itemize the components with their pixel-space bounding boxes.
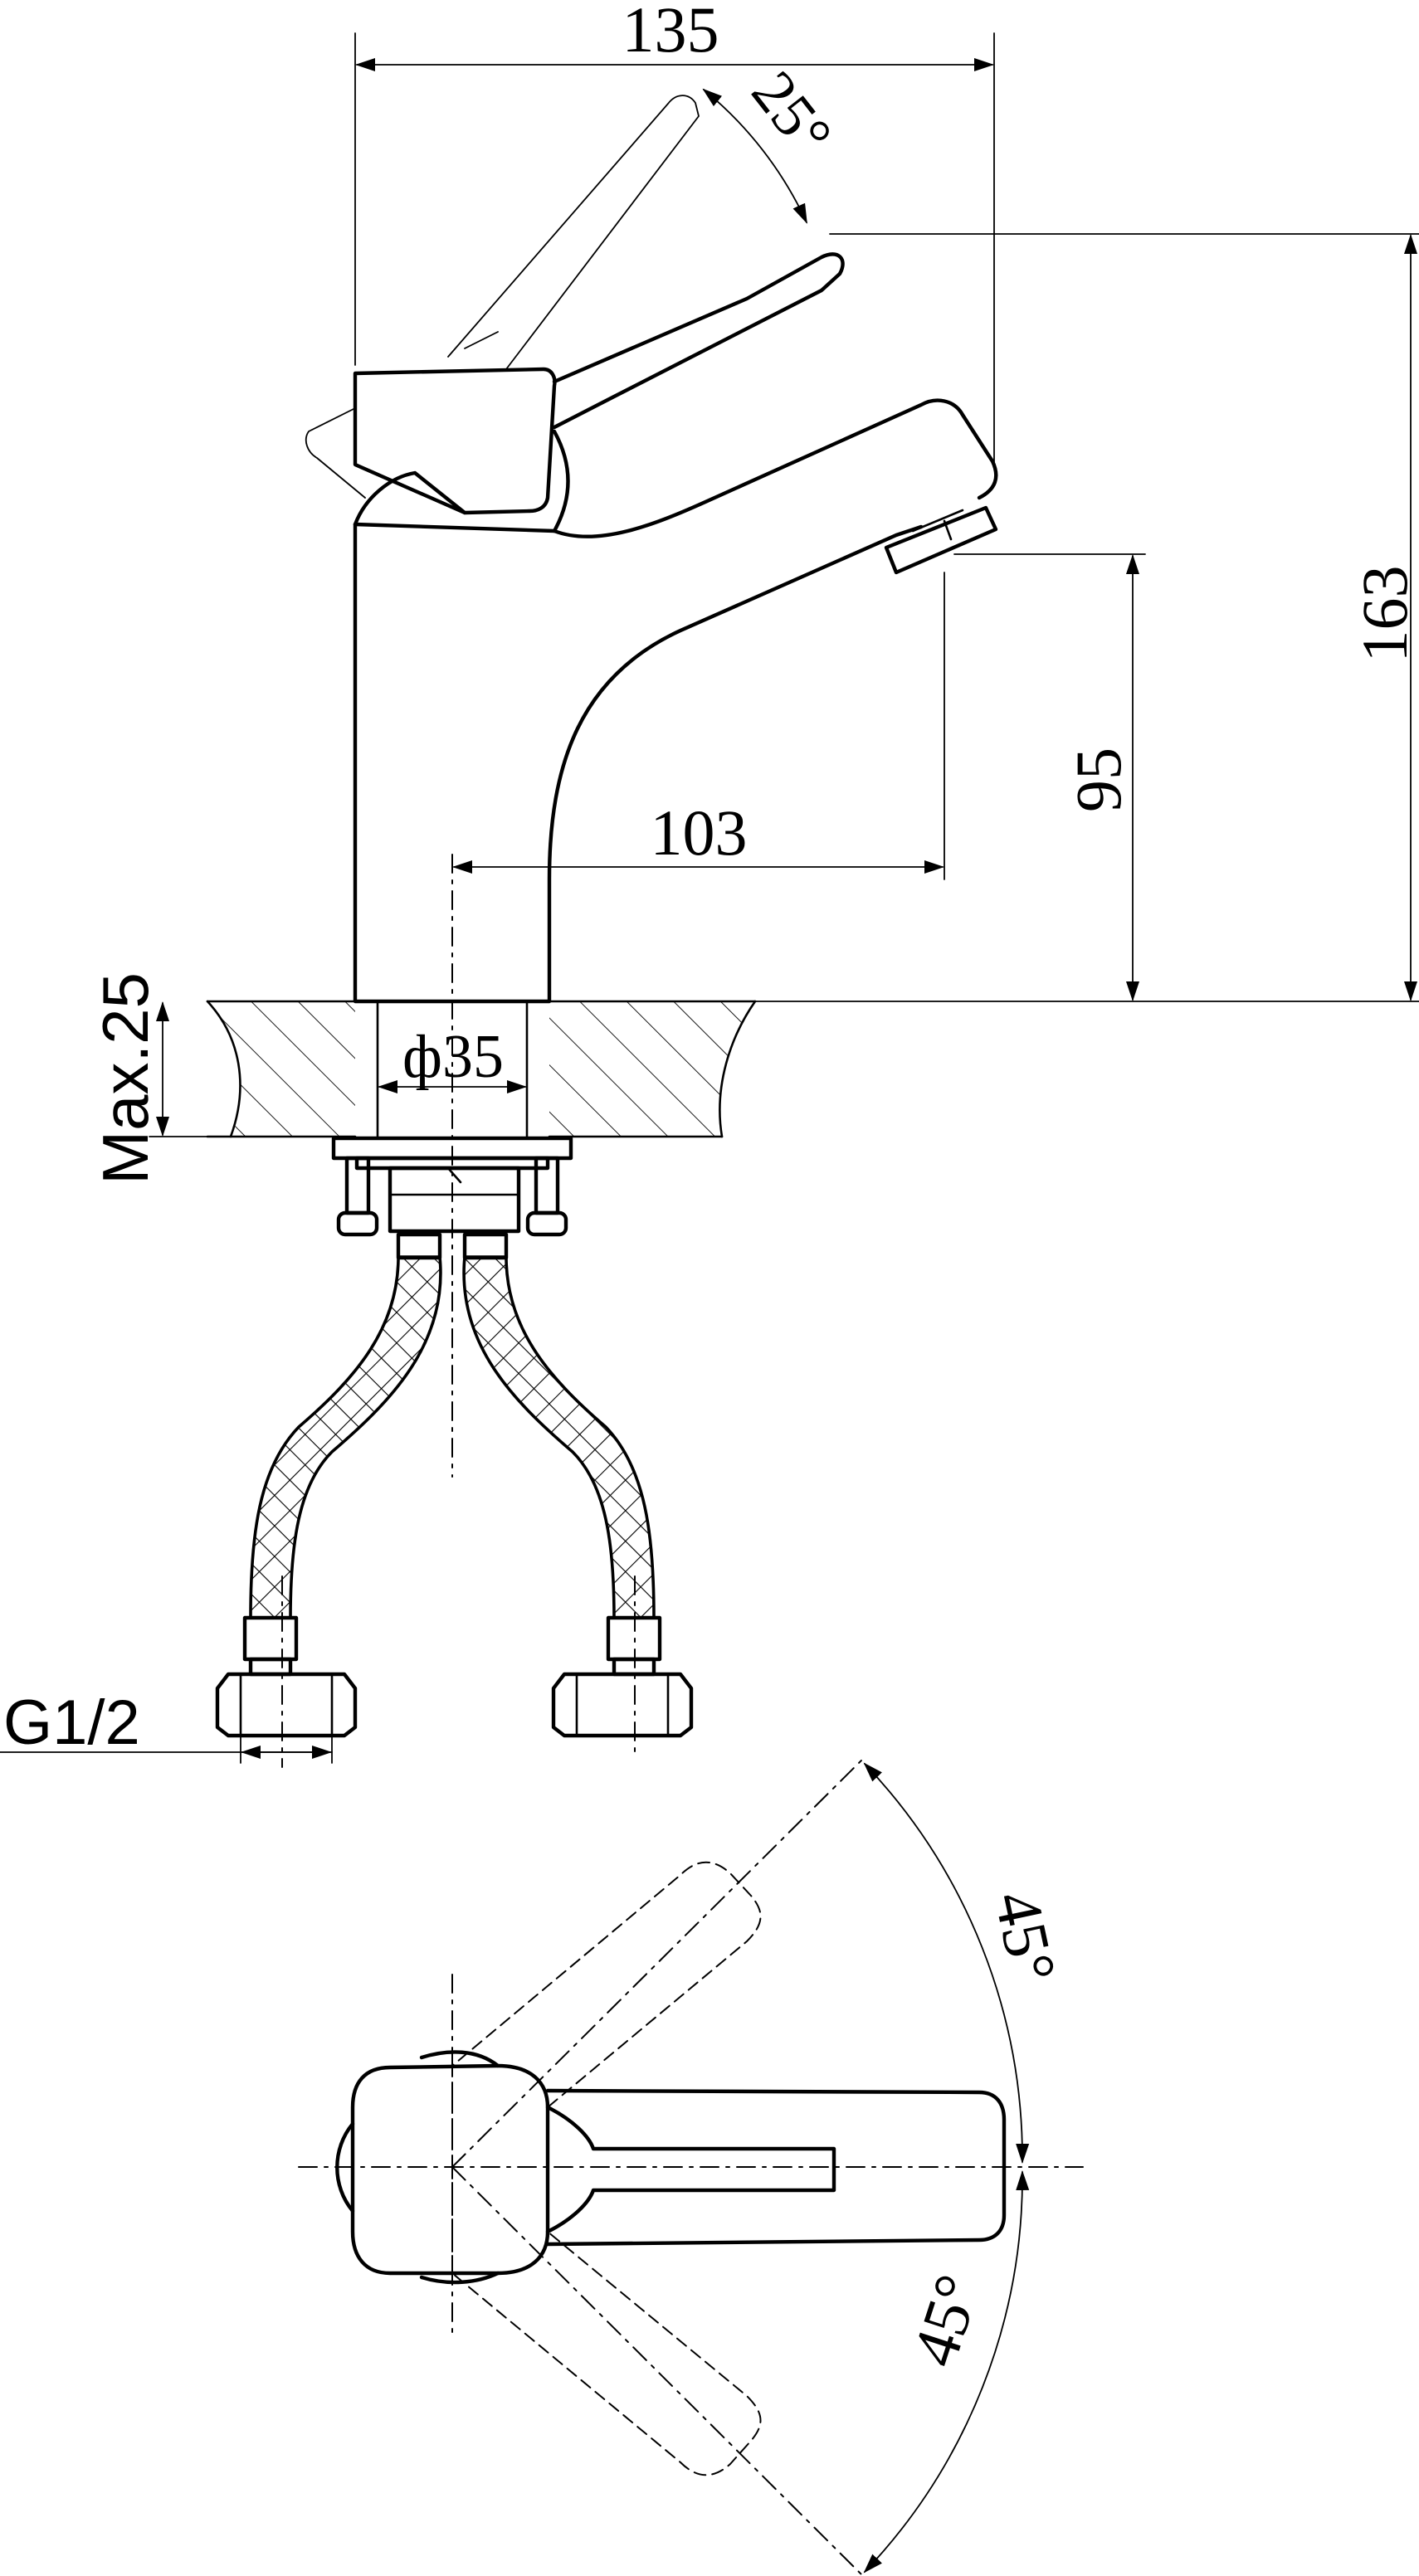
dim-lever-swing-lower: 45° [898,2266,994,2374]
top-lever-ghost-lower [451,2166,864,2576]
top-lever-ghost-upper [451,1758,864,2168]
dim-base-diameter: ф35 [402,1023,504,1091]
flex-hose-right [462,1232,656,1619]
aerator [884,505,998,575]
flex-hose-left [249,1232,442,1619]
dim-spout-reach: 103 [651,796,748,869]
faucet-body [353,398,998,1004]
dim-handle-tilt: 25° [739,59,845,168]
dimension-lines [0,32,1419,1764]
dim-spout-height: 95 [1062,747,1134,812]
top-body [335,2050,550,2285]
dim-connection-thread: G1/2 [3,1687,140,1758]
dim-overall-width: 135 [622,0,719,66]
mounting-nut [331,1136,573,1237]
deck-section [206,1000,757,1138]
hose-fitting-right [551,1615,694,1738]
side-view: 135 25° 163 95 103 ф35 Max.25 G1/2 [0,0,1419,1768]
side-view-centerlines [281,854,636,1768]
hose-fitting-left [215,1615,358,1738]
lever-cap [353,252,845,533]
top-angle-arcs [863,1762,1030,2574]
dim-overall-height: 163 [1348,566,1419,663]
dim-max-deck-thickness: Max.25 [89,972,162,1185]
top-view: 45° 45° [298,1758,1084,2576]
lever-raised-ghost [305,95,700,499]
dim-lever-swing-upper: 45° [981,1885,1070,1989]
